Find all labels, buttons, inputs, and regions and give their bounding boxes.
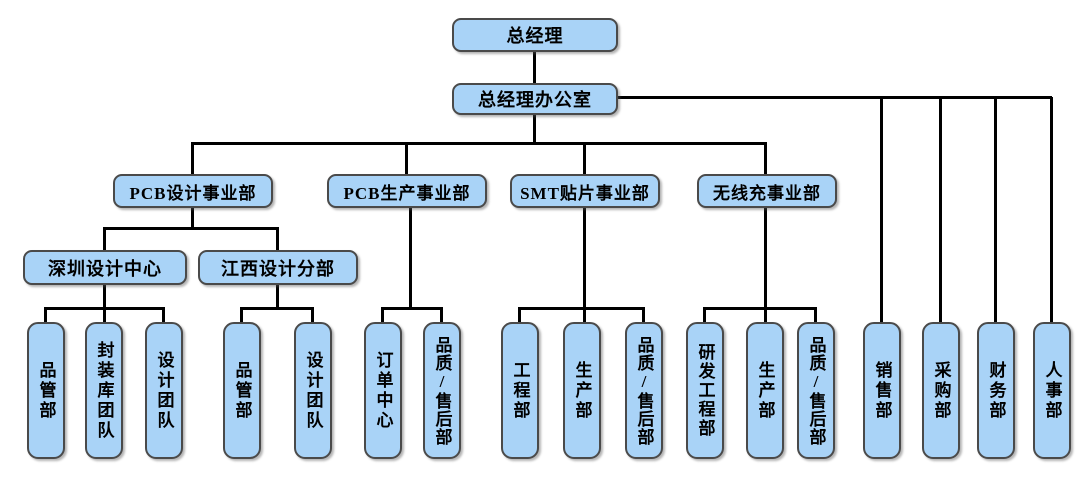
edge-office-down bbox=[533, 115, 536, 145]
edge-rail-to-purchasing bbox=[939, 97, 942, 322]
edge-bus-to-pcb-qa bbox=[440, 307, 443, 322]
node-general-manager: 总经理 bbox=[452, 18, 618, 52]
node-smt-division: SMT贴片事业部 bbox=[510, 174, 660, 208]
edge-bus-to-sz-design-team bbox=[162, 307, 165, 322]
node-hr-dept: 人事部 bbox=[1033, 322, 1071, 459]
bus-pcb-production-depts bbox=[381, 307, 443, 310]
node-jiangxi-design-branch: 江西设计分部 bbox=[198, 250, 358, 285]
node-wl-production-dept: 生产部 bbox=[746, 322, 784, 459]
node-finance-dept: 财务部 bbox=[977, 322, 1015, 459]
edge-bus-to-wireless bbox=[764, 142, 767, 174]
node-gm-office: 总经理办公室 bbox=[452, 83, 618, 115]
node-sz-design-team: 设计团队 bbox=[145, 322, 183, 459]
edge-bus-to-wl-qa bbox=[814, 307, 817, 322]
edge-rail-to-sales bbox=[880, 97, 883, 322]
edge-bus-to-jx-quality bbox=[240, 307, 243, 322]
edge-bus-to-shenzhen bbox=[103, 227, 106, 250]
node-jx-quality-dept: 品管部 bbox=[223, 322, 261, 459]
node-pcb-design-division: PCB设计事业部 bbox=[113, 174, 273, 208]
node-smt-engineering-dept: 工程部 bbox=[501, 322, 539, 459]
edge-pcb-production-down bbox=[409, 208, 412, 309]
node-wireless-charging-division: 无线充事业部 bbox=[697, 174, 837, 208]
edge-bus-to-jiangxi bbox=[276, 227, 279, 250]
edge-bus-to-order-center bbox=[381, 307, 384, 322]
edge-bus-to-smt-qa bbox=[642, 307, 645, 322]
node-wl-quality-aftersales-dept: 品质/售后部 bbox=[797, 322, 835, 459]
edge-bus-to-pcb-production bbox=[405, 142, 408, 174]
edge-rail-to-finance bbox=[994, 97, 997, 322]
bus-design-centers bbox=[103, 227, 279, 230]
edge-bus-to-smt-engineering bbox=[518, 307, 521, 322]
bus-shenzhen-teams bbox=[44, 307, 165, 310]
edge-pcb-design-down bbox=[191, 208, 194, 230]
edge-smt-down bbox=[583, 208, 586, 322]
edge-gm-to-office bbox=[533, 52, 536, 83]
edge-bus-to-smt bbox=[583, 142, 586, 174]
edge-shenzhen-down bbox=[103, 285, 106, 322]
edge-office-right-rail bbox=[618, 96, 1052, 99]
node-pcb-quality-aftersales-dept: 品质/售后部 bbox=[423, 322, 461, 459]
node-sz-quality-dept: 品管部 bbox=[27, 322, 65, 459]
node-smt-production-dept: 生产部 bbox=[563, 322, 601, 459]
node-shenzhen-design-center: 深圳设计中心 bbox=[23, 250, 187, 285]
node-pcb-production-division: PCB生产事业部 bbox=[327, 174, 487, 208]
edge-wireless-down bbox=[764, 208, 767, 322]
bus-smt-depts bbox=[518, 307, 645, 310]
bus-jiangxi-teams bbox=[240, 307, 314, 310]
edge-rail-to-hr bbox=[1050, 97, 1053, 322]
edge-bus-to-pcb-design bbox=[191, 142, 194, 174]
bus-wireless-depts bbox=[703, 307, 817, 310]
node-sz-package-library-team: 封装库团队 bbox=[85, 322, 123, 459]
edge-bus-to-sz-quality bbox=[44, 307, 47, 322]
node-jx-design-team: 设计团队 bbox=[294, 322, 332, 459]
edge-jiangxi-down bbox=[276, 285, 279, 308]
node-sales-dept: 销售部 bbox=[863, 322, 901, 459]
node-wl-rd-engineering-dept: 研发工程部 bbox=[686, 322, 724, 459]
node-order-center: 订单中心 bbox=[364, 322, 402, 459]
node-purchasing-dept: 采购部 bbox=[922, 322, 960, 459]
edge-bus-to-jx-design-team bbox=[311, 307, 314, 322]
edge-bus-to-wl-rd bbox=[703, 307, 706, 322]
node-smt-quality-aftersales-dept: 品质/售后部 bbox=[625, 322, 663, 459]
bus-divisions bbox=[191, 142, 767, 145]
